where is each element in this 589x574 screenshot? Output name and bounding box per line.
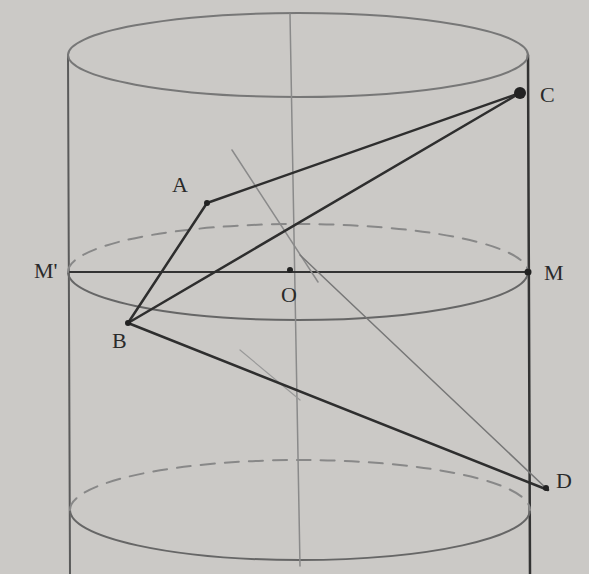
middle-section-front bbox=[68, 272, 528, 320]
point-label: O bbox=[281, 284, 297, 306]
segment-ab bbox=[128, 203, 207, 323]
construction-line bbox=[240, 350, 300, 400]
point bbox=[125, 320, 131, 326]
point-label: B bbox=[112, 330, 127, 352]
construction-line bbox=[300, 255, 548, 490]
point bbox=[204, 200, 210, 206]
cylinder-side bbox=[68, 55, 70, 574]
point bbox=[543, 485, 549, 491]
point-label: A bbox=[172, 174, 188, 196]
segment-ac bbox=[207, 93, 520, 203]
bottom-base-back bbox=[70, 460, 530, 510]
point-label: D bbox=[556, 470, 572, 492]
diameter bbox=[70, 271, 528, 273]
point bbox=[525, 269, 532, 276]
segment-bc bbox=[128, 93, 520, 323]
middle-section-back bbox=[68, 224, 528, 272]
point bbox=[514, 87, 526, 99]
point-label: M' bbox=[34, 260, 58, 282]
point bbox=[287, 267, 293, 273]
top-base bbox=[68, 13, 528, 97]
segment-bd bbox=[128, 323, 548, 490]
cylinder-side bbox=[528, 55, 530, 574]
point-label: C bbox=[540, 84, 555, 106]
point-label: M bbox=[544, 262, 564, 284]
